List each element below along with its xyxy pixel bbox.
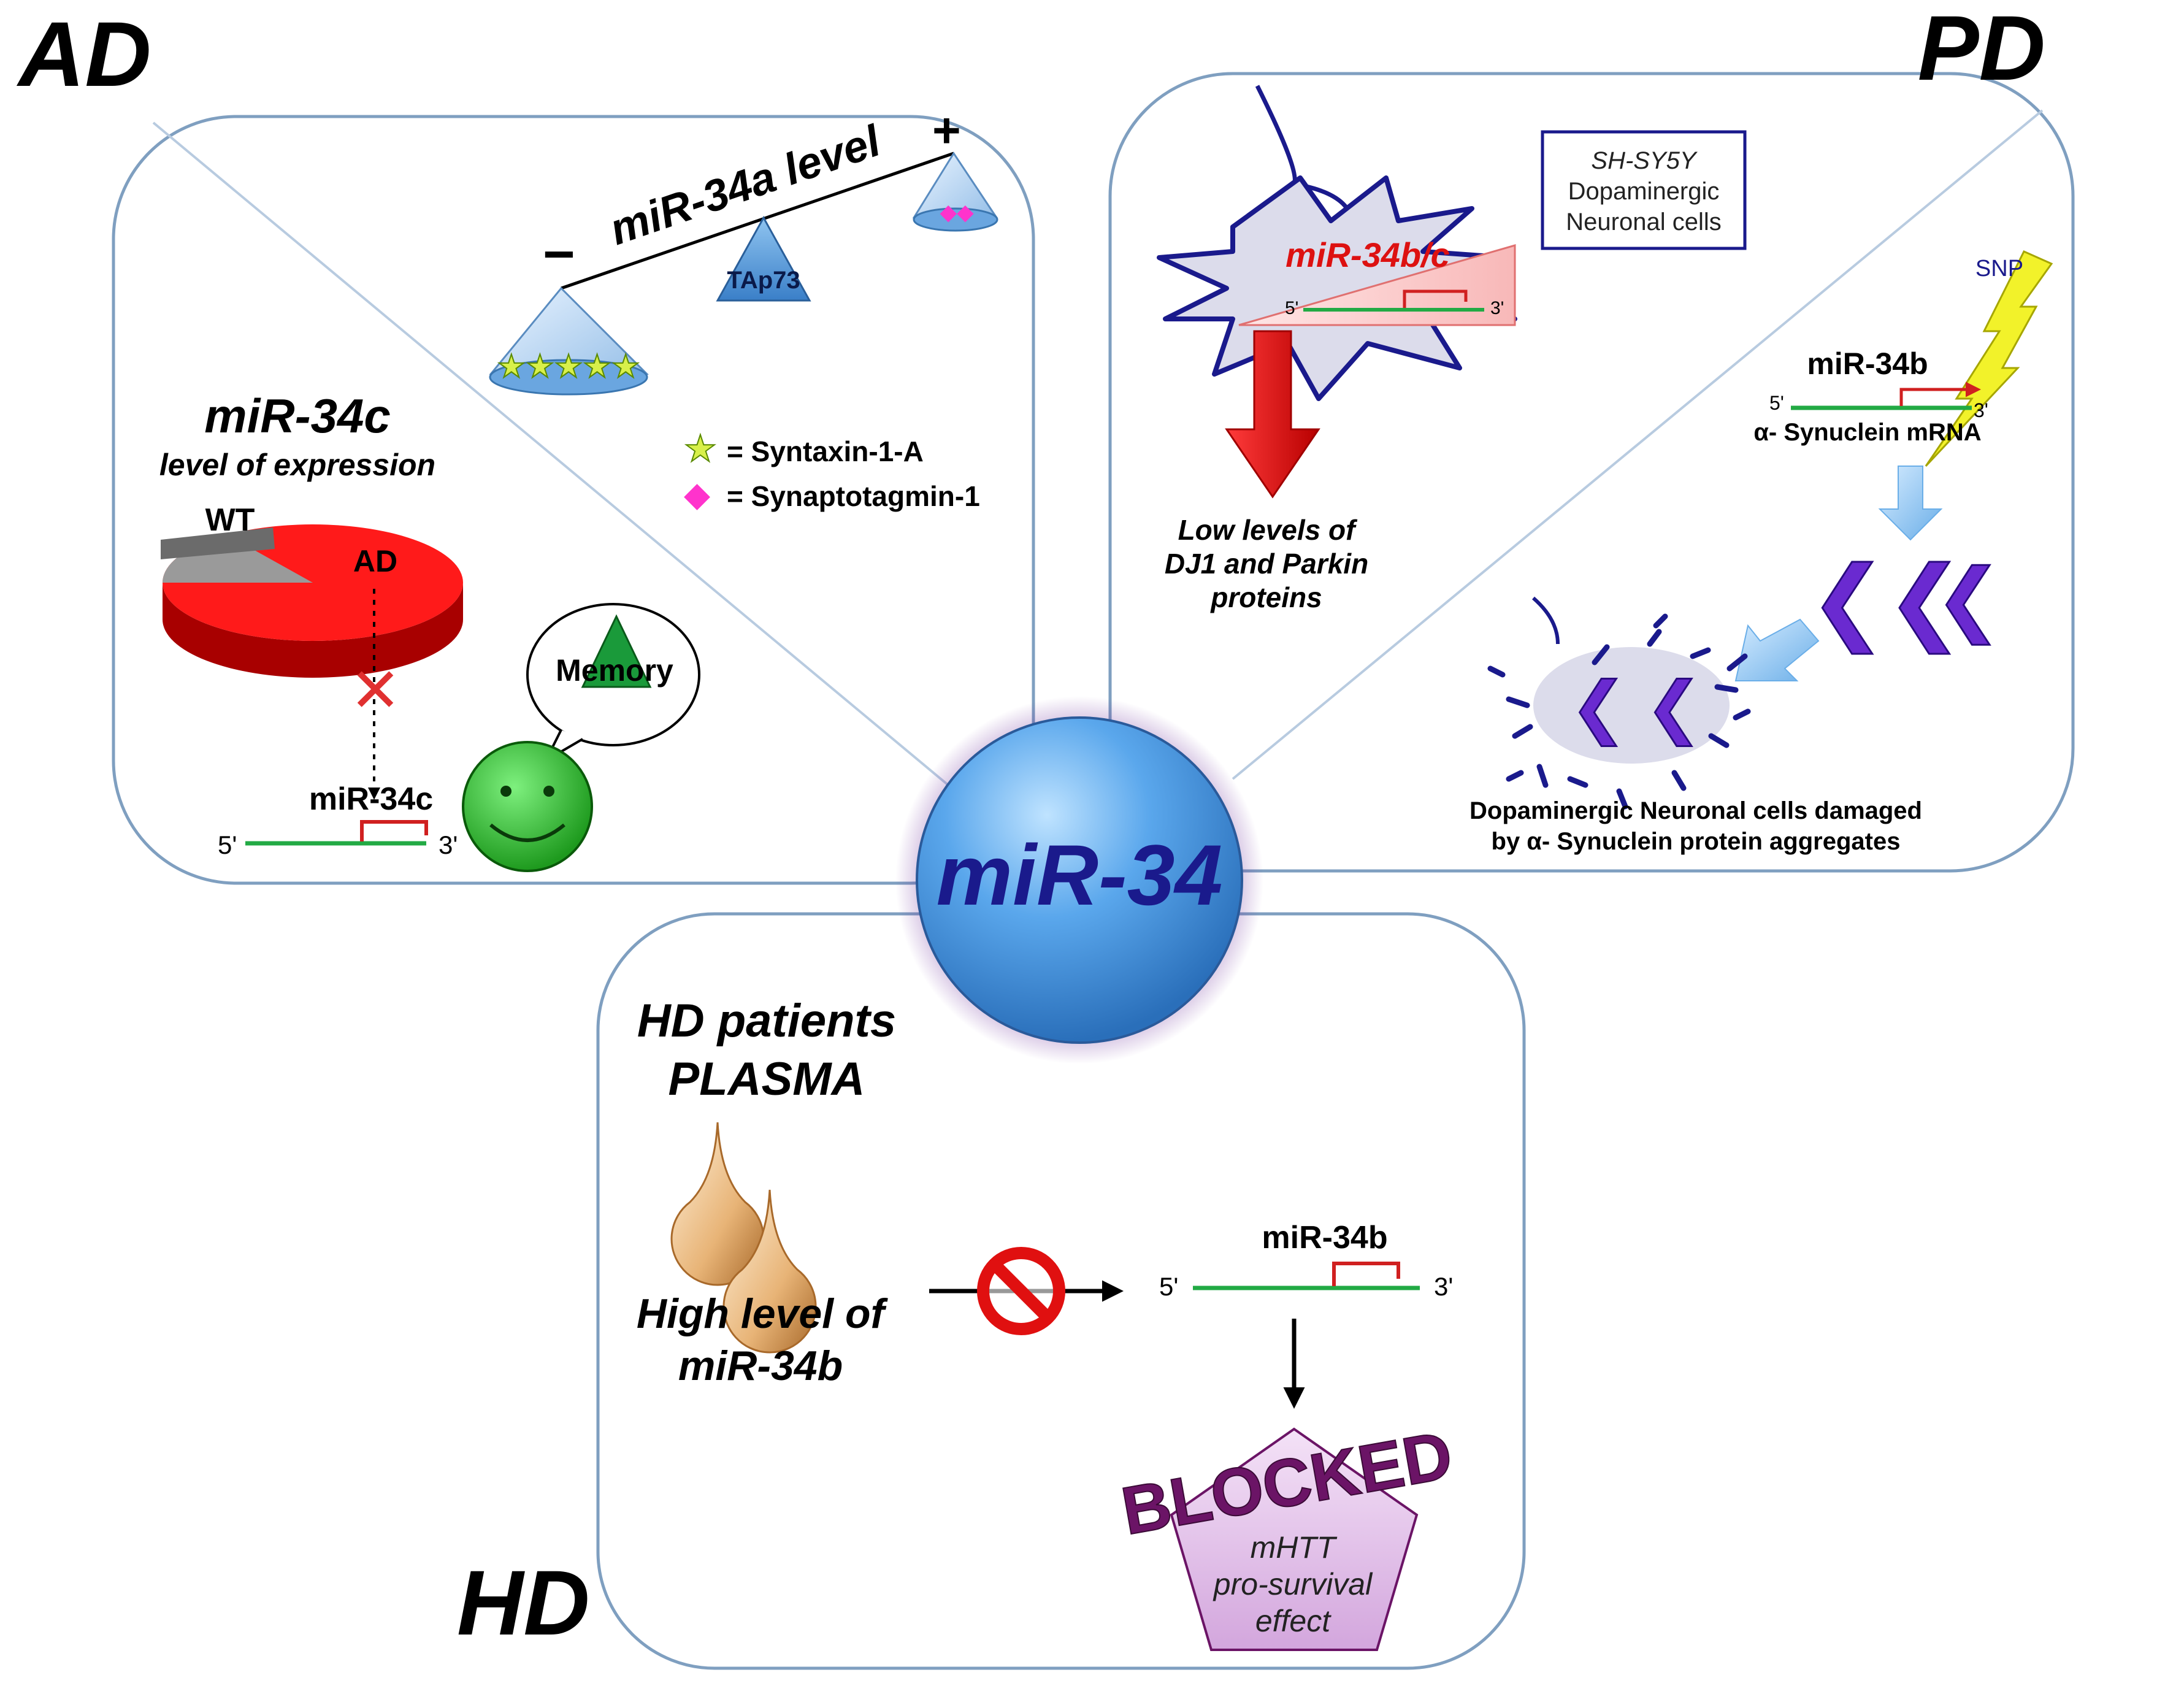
plus-sign: + xyxy=(932,103,961,158)
ad-diagonal-divider xyxy=(152,121,964,799)
memory-triangle xyxy=(581,614,652,688)
hd-panel: HD HD patients PLASMA High level of miR-… xyxy=(457,912,1526,1670)
smiley-mouth xyxy=(489,823,565,842)
mhtt-pentagon xyxy=(1170,1427,1419,1651)
right-pan-base xyxy=(913,207,998,232)
pie-ad-label: AD xyxy=(353,544,397,578)
plasma-l1: HD patients xyxy=(637,995,896,1047)
pd-diagonal-divider xyxy=(1232,109,2044,780)
damaged-neuron-body xyxy=(1533,647,1730,764)
blue-down-arrow xyxy=(1878,466,1943,541)
pd-mirna-label: miR-34b xyxy=(1807,347,1928,381)
center-hub: miR-34 xyxy=(895,696,1263,1064)
cell-line-l3: Neuronal cells xyxy=(1566,209,1721,236)
plasma-drop-1 xyxy=(670,1122,765,1286)
high-level-l2: miR-34b xyxy=(678,1343,843,1389)
memory-smiley: Memory xyxy=(462,603,700,872)
mir34bc-label: miR-34b/c xyxy=(1285,236,1450,274)
legend-diamond-icon: ◆ xyxy=(684,475,710,513)
pd-tag: PD xyxy=(1918,0,2045,99)
pie-wt-label: WT xyxy=(205,502,255,538)
pd-cell-three: 3' xyxy=(1490,298,1504,318)
mhtt-l2: pro-survival xyxy=(1213,1567,1373,1601)
aggregate-1: ❮❮ xyxy=(1809,548,1963,654)
pd-panel: PD miR-34b/c 5' 3' SH-SY5Y Dopaminergic … xyxy=(1108,0,2075,873)
hd-promoter xyxy=(1332,1262,1400,1286)
smiley-eye-left xyxy=(500,786,512,797)
pie-wt-side xyxy=(161,527,275,559)
synuclein-aggregates: ❮❮ ❮ xyxy=(1809,548,2003,656)
plasma-l2: PLASMA xyxy=(669,1053,865,1105)
pd-cell-five: 5' xyxy=(1285,298,1298,318)
ad-panel: AD miR-34a level − + TAp73 ★★★★★ ◆◆ ★ = … xyxy=(16,2,1035,885)
syntaxin-stars: ★★★★★ xyxy=(497,349,640,385)
blue-diagonal-arrow xyxy=(1734,618,1820,681)
ad-five-prime: 5' xyxy=(218,830,237,859)
memory-label: Memory xyxy=(556,653,673,688)
left-pan-base xyxy=(489,359,648,396)
tap73-fulcrum xyxy=(716,215,811,302)
neuron-fragments xyxy=(1487,613,1751,810)
pie-side xyxy=(163,583,463,678)
ad-panel-frame xyxy=(112,115,1035,885)
aggregate-2: ❮ xyxy=(1935,553,2002,645)
decrease-arrow xyxy=(1225,330,1320,499)
damaged-neuron-aggregate: ❮ ❮ xyxy=(1570,669,1702,746)
prohibit-slash xyxy=(990,1260,1052,1322)
plasma-drop-2 xyxy=(722,1189,817,1354)
mir34c-subtitle: level of expression xyxy=(159,448,435,482)
cell-line-l2: Dopaminergic xyxy=(1568,178,1720,205)
center-ball xyxy=(916,716,1243,1044)
ad-legend: ★ = Syntaxin-1-A ◆ = Synaptotagmin-1 xyxy=(683,427,980,513)
mir34c-title: miR-34c xyxy=(204,389,390,443)
cell-line-name: SH-SY5Y xyxy=(1591,147,1698,174)
smiley-eye-right xyxy=(543,786,554,797)
pd-three-prime: 3' xyxy=(1974,399,1988,421)
ad-promoter xyxy=(360,820,428,841)
damaged-caption-l1: Dopaminergic Neuronal cells damaged xyxy=(1469,797,1922,824)
pd-cell-promoter xyxy=(1403,289,1468,308)
tap73-label: TAp73 xyxy=(727,267,800,294)
damaged-neuron-axon xyxy=(1532,596,1560,645)
snp-label: SNP xyxy=(1975,256,2023,282)
legend-syntaxin: = Syntaxin-1-A xyxy=(727,435,924,467)
hd-three-prime: 3' xyxy=(1434,1272,1453,1301)
hd-mirna-label: miR-34b xyxy=(1262,1220,1387,1255)
hd-tag: HD xyxy=(457,1551,590,1654)
neuron-cell xyxy=(1157,175,1517,401)
ad-gene: miR-34c 5' 3' xyxy=(218,781,458,859)
damaged-caption-l2: by α- Synuclein protein aggregates xyxy=(1492,828,1901,855)
low-levels-l2: DJ1 and Parkin xyxy=(1165,548,1368,580)
expression-pie: WT AD xyxy=(161,502,463,678)
hd-five-prime: 5' xyxy=(1159,1272,1178,1301)
cell-line-box xyxy=(1541,130,1747,250)
mhtt-l3: effect xyxy=(1255,1604,1331,1638)
center-label: miR-34 xyxy=(937,827,1223,923)
synuclein-mrna-label: α- Synuclein mRNA xyxy=(1753,419,1981,446)
inhibit-x-icon: ✕ xyxy=(350,656,401,725)
minus-sign: − xyxy=(543,224,575,285)
snp-lightning-icon xyxy=(1925,250,2053,467)
pd-promoter xyxy=(1899,381,1981,406)
balance-beam xyxy=(561,151,954,290)
mirna-triangle xyxy=(1238,244,1516,326)
synaptotagmin-diamonds: ◆◆ xyxy=(940,199,974,224)
high-level-l1: High level of xyxy=(637,1290,889,1337)
ad-tag: AD xyxy=(16,2,151,105)
pd-five-prime: 5' xyxy=(1769,392,1784,414)
ad-mirna-label: miR-34c xyxy=(309,781,433,817)
mhtt-l1: mHTT xyxy=(1251,1530,1338,1565)
legend-synaptotagmin: = Synaptotagmin-1 xyxy=(727,480,980,512)
damaged-neuron: ❮ ❮ xyxy=(1487,596,1751,810)
legend-star-icon: ★ xyxy=(684,428,717,469)
smiley-face xyxy=(462,741,593,872)
ad-three-prime: 3' xyxy=(439,830,458,859)
low-levels-l1: Low levels of xyxy=(1178,514,1358,546)
low-levels-l3: proteins xyxy=(1209,581,1322,613)
